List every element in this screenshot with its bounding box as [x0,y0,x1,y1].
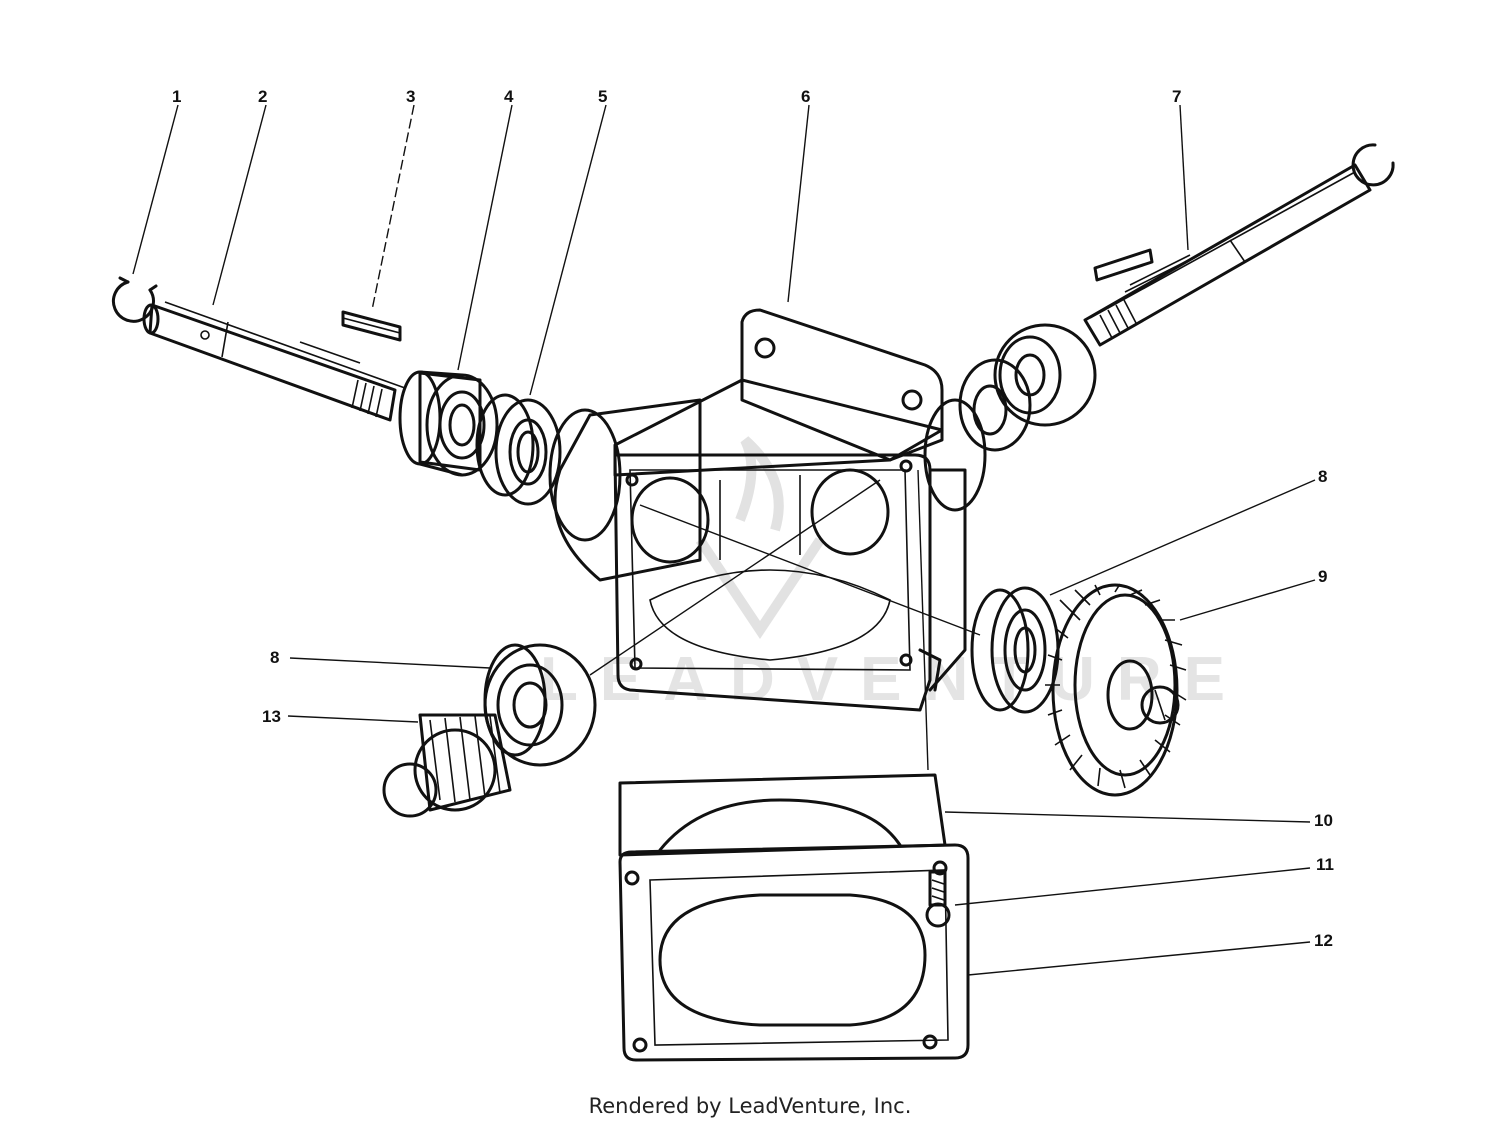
callout-10: 10 [1314,811,1333,830]
footer-credit: Rendered by LeadVenture, Inc. [588,1094,912,1118]
callout-11: 11 [1316,855,1334,874]
part-6-gear-housing [548,308,987,712]
part-5-seal-left [475,393,562,506]
part-10-gasket [618,773,947,857]
part-13-pinion-gear [382,713,512,818]
callout-2: 2 [258,87,267,106]
leader-lines [132,104,1316,976]
callout-5: 5 [598,87,607,106]
callout-3: 3 [406,87,415,106]
part-2-left-shaft [142,301,406,422]
part-8-bearing-left [483,643,597,767]
part-7-right-shaft [958,143,1395,452]
callout-4: 4 [504,87,514,106]
callout-6: 6 [801,87,810,106]
part-9-bevel-gear [1045,583,1187,797]
part-4-bearing-left [398,370,499,477]
callout-9: 9 [1318,567,1327,586]
callout-1: 1 [172,87,181,106]
watermark-logo [695,436,825,640]
part-11-screw [925,870,951,928]
callout-7: 7 [1172,87,1181,106]
part-1-snap-ring [111,276,158,323]
callout-labels: 1 2 3 4 5 6 7 8 8 9 10 11 12 13 [172,87,1334,950]
part-12-cover-plate [618,843,970,1062]
callout-8-right: 8 [1318,467,1327,486]
callout-12: 12 [1314,931,1333,950]
callout-8-left: 8 [270,648,279,667]
callout-13: 13 [262,707,281,726]
part-3-key-left [341,310,402,342]
